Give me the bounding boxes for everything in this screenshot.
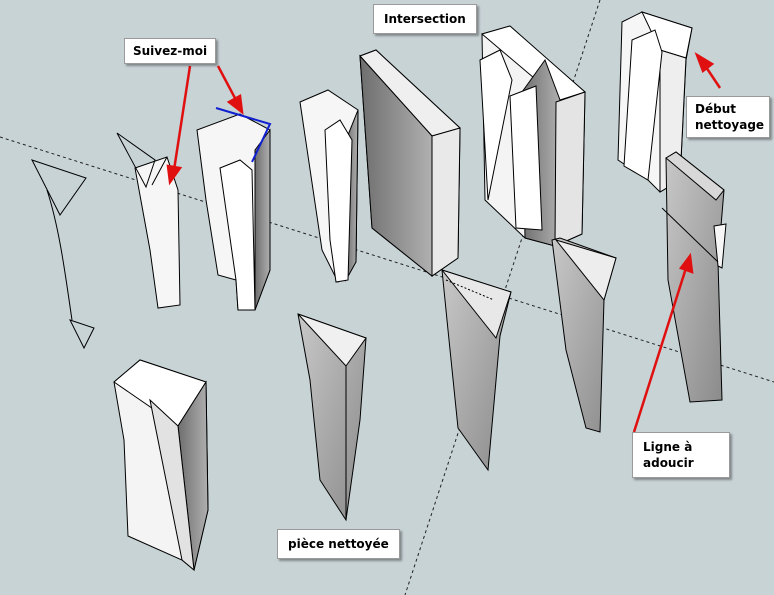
cleaned-piece[interactable]	[297, 313, 367, 522]
grey-blade[interactable]	[551, 237, 617, 433]
bottom-block[interactable]	[113, 359, 209, 572]
callout-piece-nettoyee: pièce nettoyée	[277, 529, 400, 559]
extruded-profile[interactable]	[196, 107, 272, 311]
intersection-block[interactable]	[479, 25, 586, 247]
soften-line-block[interactable]	[661, 151, 727, 403]
solid-piece-4[interactable]	[299, 89, 359, 283]
callout-suivez-moi: Suivez-moi	[124, 38, 217, 64]
center-blade[interactable]	[440, 269, 512, 472]
large-block[interactable]	[359, 49, 461, 278]
callout-intersection: Intersection	[373, 4, 477, 34]
profile-and-path[interactable]	[31, 159, 95, 350]
callout-arrows	[166, 52, 722, 433]
follow-me-shape[interactable]	[116, 132, 181, 309]
callout-debut-nettoyage: Début nettoyage	[686, 96, 770, 138]
callout-ligne-a-adoucir: Ligne à adoucir	[632, 432, 730, 478]
